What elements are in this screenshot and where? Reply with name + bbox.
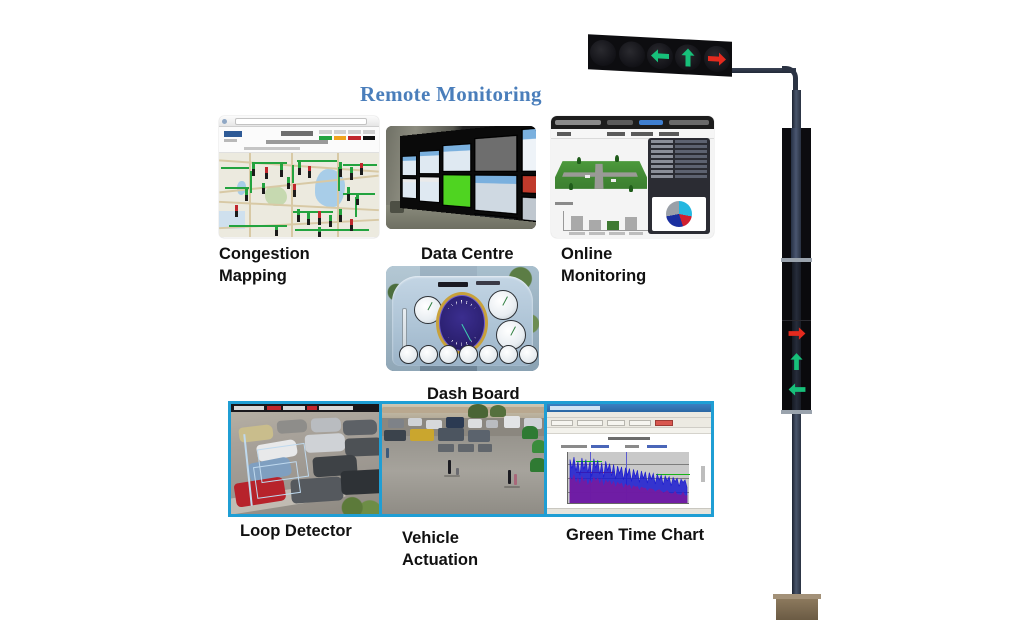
chart-plot-area bbox=[567, 452, 691, 504]
report-title bbox=[608, 437, 651, 440]
vlamp-1-arrow-right-icon bbox=[785, 322, 808, 345]
thumbnail-online-monitoring[interactable] bbox=[551, 116, 714, 238]
map-water-area bbox=[219, 211, 245, 229]
caption-vehicle-actuation: Vehicle Actuation bbox=[402, 529, 479, 569]
thumbnail-dash-board[interactable] bbox=[386, 266, 539, 371]
lamp-5-arrow-right-icon bbox=[703, 44, 730, 73]
map-park-area bbox=[265, 186, 287, 206]
bar-chart bbox=[555, 207, 651, 235]
dashboard-nameplate bbox=[438, 282, 468, 287]
window-addressbar[interactable] bbox=[547, 428, 711, 434]
map-logo-subtitle bbox=[224, 139, 237, 142]
pedestrian bbox=[508, 470, 512, 484]
window-titlebar bbox=[547, 404, 711, 412]
vlamp-3-arrow-left-icon bbox=[785, 378, 808, 401]
report-header bbox=[547, 434, 711, 454]
chart-y-axis-label bbox=[701, 466, 705, 482]
map-header-tabs bbox=[244, 147, 300, 150]
lamp-3-arrow-left-icon bbox=[646, 41, 673, 70]
caption-green-time-chart: Green Time Chart bbox=[566, 526, 705, 544]
traffic-signal-assembly bbox=[560, 20, 860, 620]
window-toolbar[interactable] bbox=[547, 418, 711, 428]
camera-group-frame bbox=[228, 401, 714, 517]
lamp-4-arrow-up-icon bbox=[675, 43, 702, 71]
signal-head-horizontal[interactable] bbox=[588, 34, 732, 77]
map-app-header bbox=[219, 127, 379, 153]
thumbnail-data-centre[interactable] bbox=[386, 126, 536, 229]
app-titlebar bbox=[551, 116, 714, 129]
dashboard-side-gauge bbox=[402, 308, 407, 350]
map-header-title bbox=[281, 131, 313, 136]
vlamp-2-arrow-up-icon bbox=[785, 350, 808, 373]
gauge-row-bottom bbox=[396, 345, 539, 367]
browser-url-bar bbox=[235, 118, 367, 125]
bar-chart-title bbox=[555, 202, 573, 205]
gauge-small-right-top bbox=[488, 290, 518, 320]
thumbnail-loop-detector[interactable] bbox=[231, 404, 380, 514]
thumbnail-congestion-mapping[interactable] bbox=[219, 116, 379, 238]
thumbnail-vehicle-actuation[interactable] bbox=[382, 404, 545, 514]
chart-series bbox=[569, 473, 688, 503]
map-legend bbox=[319, 130, 375, 142]
camera-overlay-banner bbox=[231, 404, 380, 412]
map-header-subtitle bbox=[266, 140, 328, 144]
lamp-2-blank bbox=[618, 40, 645, 68]
dashboard-panel bbox=[392, 276, 538, 366]
caption-loop-detector: Loop Detector bbox=[240, 522, 352, 540]
pie-chart bbox=[652, 197, 706, 231]
browser-back-icon bbox=[222, 119, 227, 124]
mast-arm bbox=[730, 68, 796, 73]
dashboard-nameplate-secondary bbox=[476, 281, 500, 285]
page-title: Remote Monitoring bbox=[360, 82, 542, 106]
pedestrian bbox=[448, 460, 452, 474]
intersection-3d-view bbox=[555, 141, 647, 205]
pole-base-plate bbox=[773, 594, 821, 620]
map-marker bbox=[252, 162, 255, 176]
map-canvas bbox=[219, 153, 379, 237]
map-legend-swatches bbox=[319, 136, 375, 140]
caption-congestion-mapping: Congestion Mapping bbox=[219, 245, 310, 285]
mast-arm-elbow bbox=[782, 66, 798, 100]
controller-cabinet bbox=[781, 128, 812, 262]
map-legend-labels bbox=[319, 130, 375, 134]
chart-series-layer bbox=[569, 457, 688, 503]
app-tabstrip[interactable] bbox=[551, 129, 714, 139]
caption-data-centre: Data Centre bbox=[421, 245, 514, 263]
detection-zone bbox=[252, 461, 302, 499]
window-scrollbar[interactable] bbox=[547, 508, 711, 514]
settings-panel[interactable] bbox=[648, 138, 710, 234]
browser-toolbar bbox=[219, 116, 379, 127]
gauge-main bbox=[436, 292, 488, 354]
thumbnail-green-time-chart[interactable] bbox=[547, 404, 711, 514]
caption-online-monitoring: Online Monitoring bbox=[561, 245, 647, 285]
signal-head-vertical[interactable] bbox=[781, 262, 812, 414]
map-logo bbox=[224, 131, 242, 137]
caption-dash-board: Dash Board bbox=[427, 385, 520, 403]
lamp-1-blank bbox=[590, 38, 617, 67]
